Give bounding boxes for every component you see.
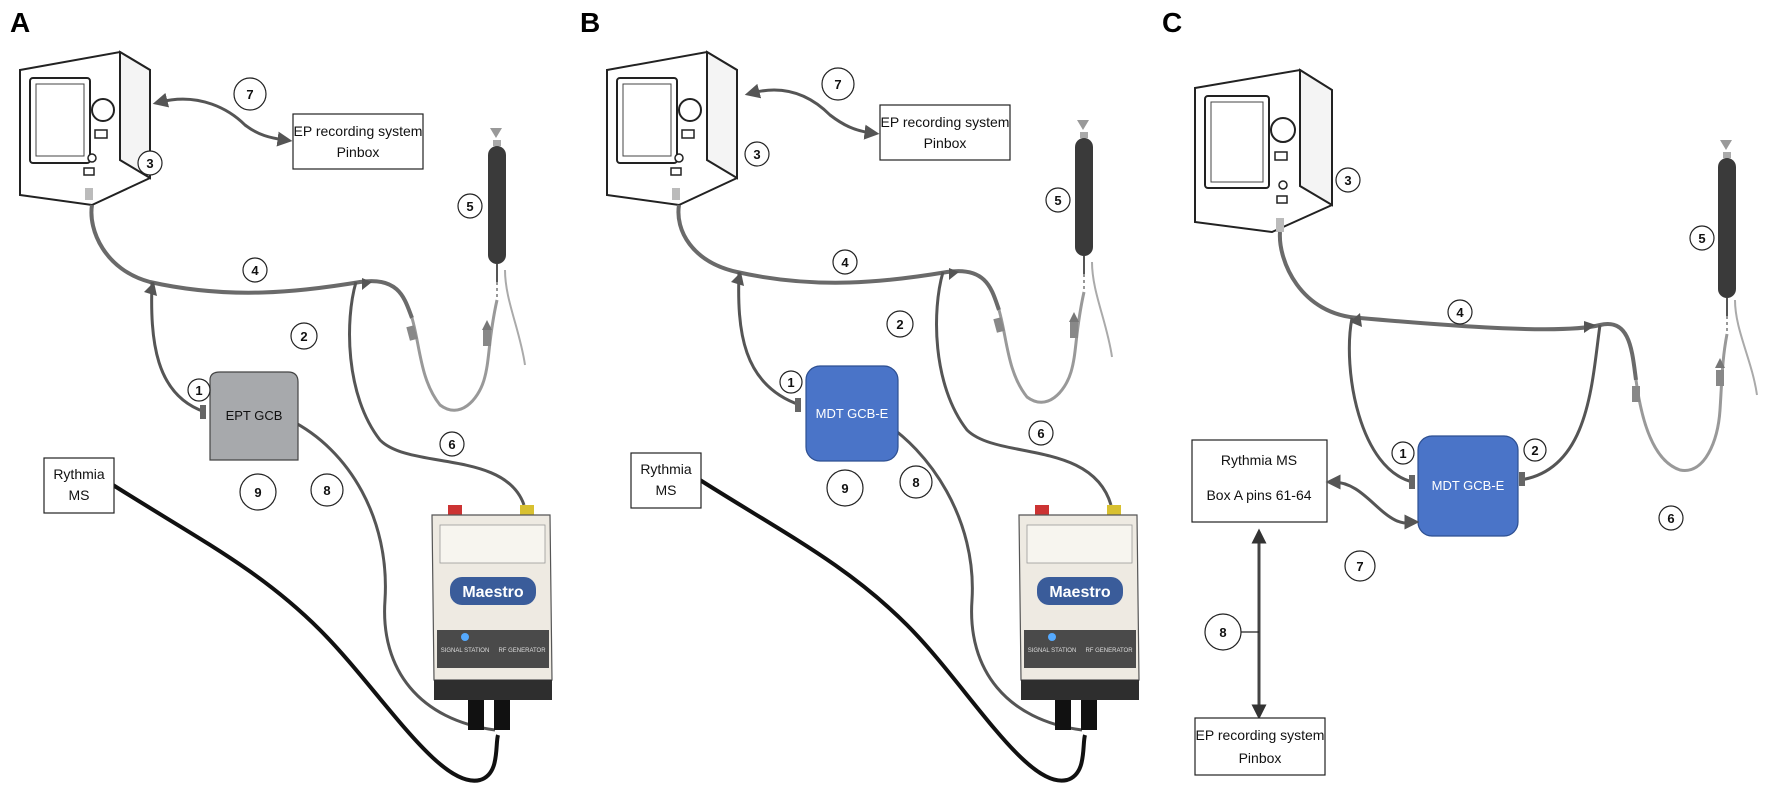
cable-9 [698, 478, 1087, 783]
panel-a: A EP recording system Pinbox [10, 7, 553, 783]
ep-recording-box: EP recording system Pinbox [1194, 717, 1326, 776]
gcb-label-b: MDT GCB-E [816, 406, 889, 421]
badge-3-c: 3 [1344, 173, 1351, 188]
badge-7-b: 7 [834, 77, 841, 92]
cable-8 [879, 418, 1083, 732]
ep-monitor-icon [19, 50, 151, 207]
cable-4 [1277, 231, 1638, 381]
gcb-label-c: MDT GCB-E [1432, 478, 1505, 493]
rythmia-line1-c: Rythmia MS [1221, 452, 1297, 468]
number-badges-c: 1 2 3 4 5 6 7 8 [1204, 167, 1715, 651]
cable-7 [744, 83, 880, 140]
cable-4 [676, 204, 1001, 311]
maestro-port-left-b: SIGNAL STATION [1028, 648, 1077, 654]
badge-6-b: 6 [1037, 426, 1044, 441]
number-badges-a: 1 2 3 4 5 6 7 8 9 [137, 77, 483, 511]
rythmia-line2-c: Box A pins 61-64 [1206, 487, 1311, 503]
badge-8-b: 8 [912, 475, 919, 490]
gcb-label-a: EPT GCB [226, 408, 283, 423]
maestro-port-left-a: SIGNAL STATION [441, 648, 490, 654]
number-badges-b: 1 2 3 4 5 6 7 8 9 [744, 67, 1071, 507]
maestro-port-right-b: RF GENERATOR [1085, 648, 1133, 654]
badge-7-c: 7 [1356, 559, 1363, 574]
cable-6 [410, 299, 499, 412]
rythmia-line2-b: MS [656, 482, 677, 498]
badge-3-a: 3 [146, 156, 153, 171]
maestro-brand-a: Maestro [462, 584, 524, 601]
cable-gcb-a [150, 281, 206, 414]
rythmia-box-c: Rythmia MS Box A pins 61-64 [1191, 439, 1328, 523]
gcb-device-c: MDT GCB-E [1409, 435, 1525, 537]
cable-6 [997, 291, 1086, 404]
badge-4-b: 4 [841, 255, 849, 270]
ep-monitor-icon [1194, 68, 1333, 234]
cable-9 [111, 483, 500, 783]
badge-4-a: 4 [251, 263, 259, 278]
catheter-handle-icon [488, 128, 526, 366]
recording-box-line1: EP recording system [881, 114, 1010, 130]
cable-8 [289, 418, 496, 732]
cable-2 [348, 281, 526, 506]
badge-1-a: 1 [195, 383, 202, 398]
badge-5-a: 5 [466, 199, 473, 214]
rythmia-line1-b: Rythmia [640, 461, 692, 477]
badge-9-b: 9 [841, 481, 848, 496]
ep-recording-box: EP recording system Pinbox [879, 104, 1011, 161]
badge-2-a: 2 [300, 329, 307, 344]
badge-7-a: 7 [246, 87, 253, 102]
cable-gcb-b [737, 271, 801, 407]
panel-c: C [1162, 7, 1758, 776]
gcb-device-b: MDT GCB-E [795, 365, 899, 462]
badge-3-b: 3 [753, 147, 760, 162]
rythmia-box-b: Rythmia MS [630, 452, 702, 509]
cable-gcb-port2 [1519, 324, 1602, 482]
gcb-device-a: EPT GCB [200, 371, 299, 461]
cable-7 [152, 92, 293, 147]
badge-1-b: 1 [787, 375, 794, 390]
recording-box-line2-c: Pinbox [1239, 750, 1282, 766]
recording-box-line1: EP recording system [294, 123, 423, 139]
cable-gcb-port1 [1347, 317, 1414, 484]
cable-7 [1325, 474, 1420, 530]
rythmia-line2-a: MS [69, 487, 90, 503]
recording-box-line2: Pinbox [924, 135, 967, 151]
recording-box-line1-c: EP recording system [1196, 727, 1325, 743]
cable-2 [935, 271, 1113, 506]
badge-8-a: 8 [323, 483, 330, 498]
panel-label-a: A [10, 7, 30, 38]
rythmia-line1-a: Rythmia [53, 466, 105, 482]
badge-4-c: 4 [1456, 305, 1464, 320]
panel-label-c: C [1162, 7, 1182, 38]
maestro-brand-b: Maestro [1049, 584, 1111, 601]
badge-2-c: 2 [1531, 443, 1538, 458]
ep-recording-box: EP recording system Pinbox [292, 113, 424, 170]
rythmia-box-a: Rythmia MS [43, 457, 115, 514]
recording-box-line2: Pinbox [337, 144, 380, 160]
badge-1-c: 1 [1399, 446, 1406, 461]
badge-9-a: 9 [254, 485, 261, 500]
cable-6 [1634, 333, 1729, 472]
badge-6-a: 6 [448, 437, 455, 452]
badge-2-b: 2 [896, 317, 903, 332]
catheter-handle-icon [1075, 120, 1113, 358]
panel-label-b: B [580, 7, 600, 38]
maestro-generator-a: Maestro SIGNAL STATION RF GENERATOR [431, 505, 553, 730]
catheter-handle-icon [1718, 140, 1758, 396]
badge-5-b: 5 [1054, 193, 1061, 208]
ep-monitor-icon [606, 50, 738, 207]
badge-8-c: 8 [1219, 625, 1226, 640]
maestro-generator-b: Maestro SIGNAL STATION RF GENERATOR [1018, 505, 1140, 730]
badge-5-c: 5 [1698, 231, 1705, 246]
maestro-port-right-a: RF GENERATOR [498, 648, 546, 654]
panel-b: B EP recording system Pinbox [580, 7, 1140, 783]
badge-6-c: 6 [1667, 511, 1674, 526]
cable-4 [89, 204, 414, 319]
